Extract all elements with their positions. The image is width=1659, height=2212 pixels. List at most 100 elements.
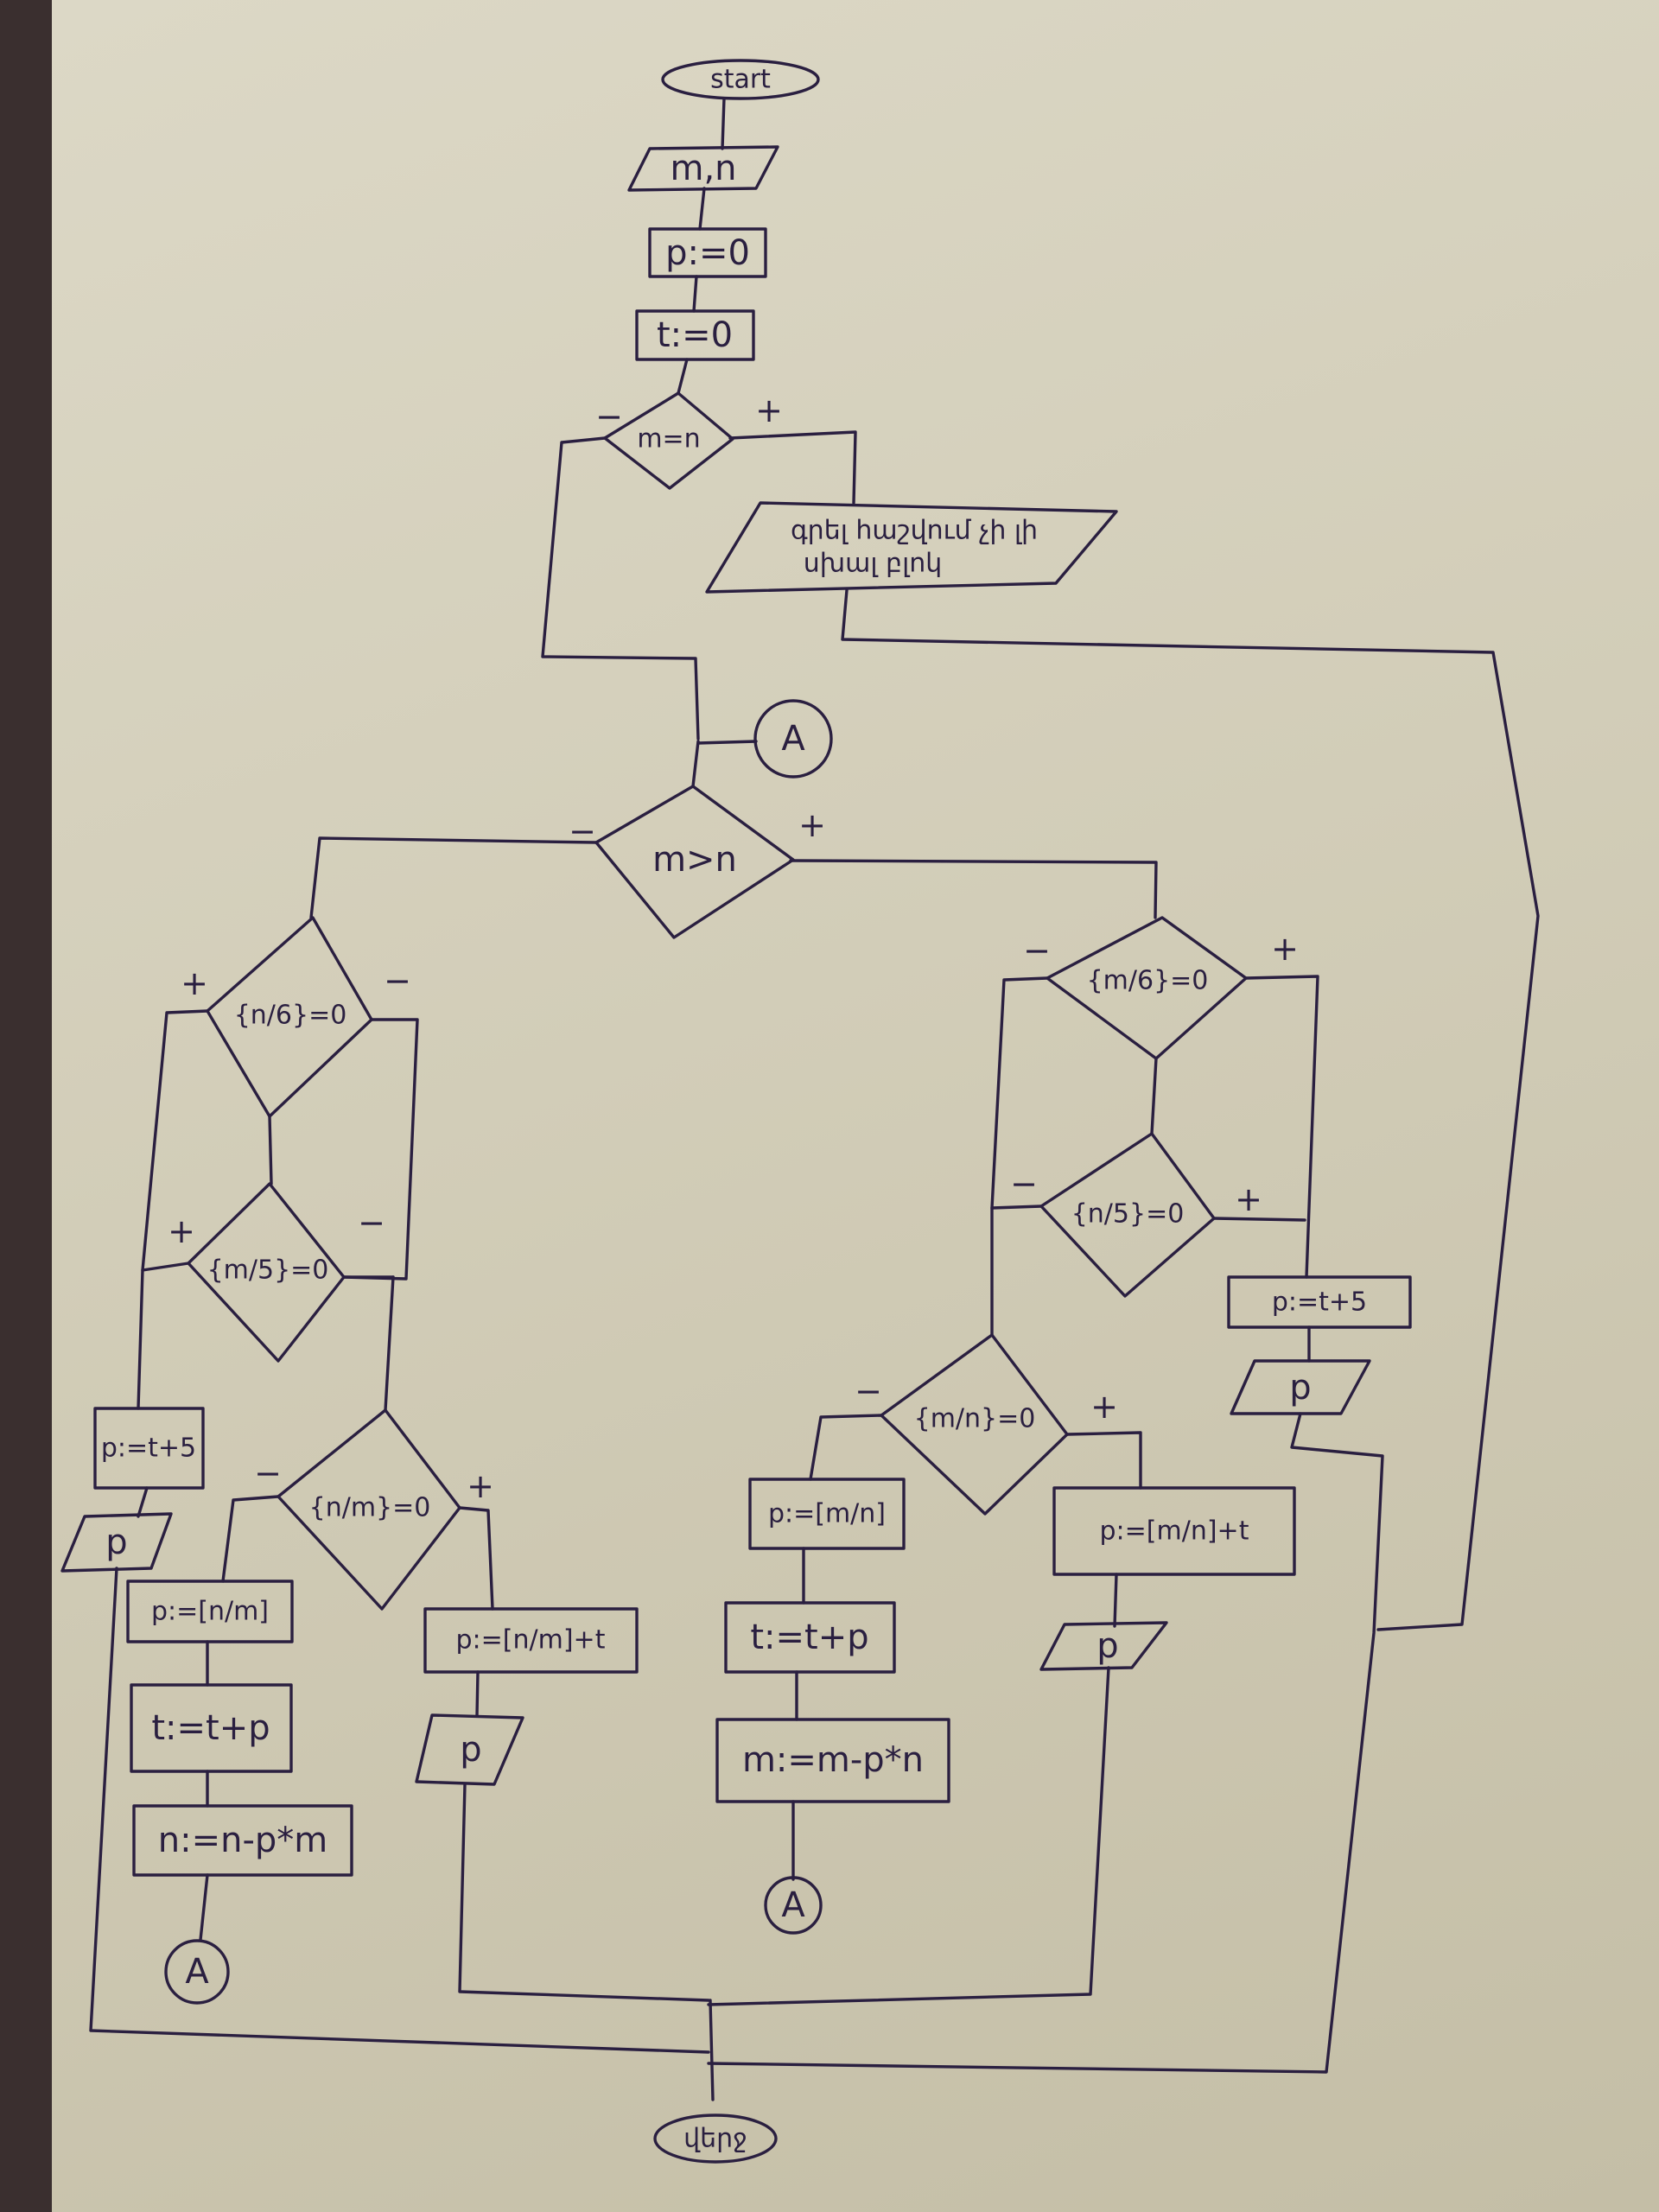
line-l-pt5-out <box>137 1486 149 1518</box>
left-n-update-label: n:=n-p*m <box>158 1821 327 1860</box>
line-r-out2-bottom <box>707 1666 1110 2006</box>
line-l-n6-m5 <box>268 1115 273 1185</box>
right-out-p2-label: p <box>1096 1626 1118 1666</box>
line-l-out-bottom <box>89 1567 710 2054</box>
left-cond-m5-diamond <box>187 1182 346 1363</box>
line-l-m5-plus <box>137 1268 144 1410</box>
t-zero-label: t:=0 <box>657 315 733 355</box>
right-p-floor-label: p:=[m/n] <box>768 1499 886 1529</box>
right-p-floor-box <box>748 1478 906 1550</box>
line-l-m5-nm <box>384 1275 395 1412</box>
left-out-p-shape <box>60 1512 173 1573</box>
right-t-tp-box <box>724 1601 896 1674</box>
left-pt5-label: p:=t+5 <box>101 1433 196 1464</box>
sign-meqn-minus: − <box>595 397 623 435</box>
cond-meqn-diamond <box>603 391 734 490</box>
sign-l-m5-minus: − <box>358 1204 385 1242</box>
left-cond-nm-diamond <box>276 1408 461 1611</box>
line-r-m6-minus <box>990 976 1049 1210</box>
right-m-update-label: m:=m-p*n <box>742 1740 924 1780</box>
left-t-tp-label: t:=t+p <box>151 1708 270 1748</box>
line-mgtn-plus <box>789 859 1158 919</box>
line-l-floort-out <box>475 1670 480 1717</box>
left-p-floor-box <box>126 1580 294 1643</box>
line-l-nm-minus <box>221 1495 280 1583</box>
connector-lines <box>89 97 1540 2101</box>
labels: start m,n p:=0 t:=0 m=n գրել հաշվում չի … <box>101 65 1367 2154</box>
cond-meqn-label: m=n <box>637 424 700 454</box>
sign-l-n6-plus: + <box>181 964 208 1002</box>
line-meqn-plus <box>728 430 857 505</box>
line-r-m6-n5 <box>1150 1057 1158 1135</box>
left-p-floor-label: p:=[n/m] <box>151 1597 269 1627</box>
sign-r-mn-plus: + <box>1090 1388 1118 1426</box>
left-out-p-label: p <box>105 1522 127 1562</box>
right-cond-m6-label: {m/6}=0 <box>1087 966 1209 996</box>
right-connector-circle <box>764 1876 823 1935</box>
left-pt5-box <box>93 1407 205 1490</box>
input-mn-label: m,n <box>670 149 736 188</box>
right-pt5-label: p:=t+5 <box>1272 1287 1367 1318</box>
out-equal-line1: գրել հաշվում չի լի <box>791 516 1038 546</box>
line-l-nm-plus <box>458 1506 494 1611</box>
sign-meqn-plus: + <box>755 391 783 429</box>
line-mgtn-minus <box>309 836 598 919</box>
left-connector-label: A <box>185 1952 209 1992</box>
right-p-floor-t-box <box>1052 1486 1296 1576</box>
right-out-p-label: p <box>1289 1368 1311 1408</box>
right-cond-n5-label: {n/5}=0 <box>1071 1199 1185 1230</box>
connector-a-label: A <box>781 719 805 759</box>
paper-sheet <box>52 0 1659 2212</box>
sign-l-nm-minus: − <box>254 1454 282 1492</box>
t-zero-box <box>635 309 755 361</box>
line-p0-t0 <box>692 275 698 313</box>
end-label: վերջ <box>683 2124 747 2154</box>
right-cond-m6-diamond <box>1046 916 1248 1060</box>
out-equal-line2: սխալ բլոկ <box>804 549 943 579</box>
sign-l-n6-minus: − <box>384 962 411 1000</box>
line-t0-cond <box>677 358 689 395</box>
shapes <box>60 59 1412 2164</box>
right-m-update-box <box>715 1718 950 1803</box>
right-p-floor-t-label: p:=[m/n]+t <box>1100 1516 1249 1547</box>
right-out-p-shape <box>1230 1359 1371 1415</box>
output-equal-shape <box>705 501 1118 594</box>
right-cond-mn-label: {m/n}=0 <box>914 1404 1036 1434</box>
line-r-n5-plus <box>1212 1217 1306 1222</box>
connector-a-circle <box>753 699 833 779</box>
line-start-input <box>721 97 726 150</box>
line-r-mn-minus <box>809 1414 883 1481</box>
sign-r-mn-minus: − <box>855 1372 882 1410</box>
right-pt5-box <box>1227 1275 1412 1329</box>
sign-r-m6-minus: − <box>1023 931 1051 969</box>
left-n-update-box <box>132 1804 353 1877</box>
right-cond-mn-diamond <box>880 1333 1069 1516</box>
p-zero-label: p:=0 <box>665 233 750 273</box>
left-p-floor-t-label: p:=[n/m]+t <box>456 1625 606 1656</box>
left-p-floor-t-box <box>423 1607 639 1674</box>
p-zero-box <box>648 227 767 278</box>
sign-mgtn-minus: − <box>569 812 596 850</box>
sign-r-n5-minus: − <box>1010 1165 1038 1203</box>
line-out-rail <box>841 588 1540 1631</box>
sign-r-m6-plus: + <box>1271 930 1299 968</box>
sign-l-nm-plus: + <box>467 1467 494 1505</box>
start-terminal <box>661 59 820 100</box>
line-join-end <box>709 1999 715 2101</box>
cond-mgtn-diamond <box>594 785 795 939</box>
line-connector-a <box>696 740 758 745</box>
left-t-tp-box <box>130 1683 293 1773</box>
right-t-tp-label: t:=t+p <box>750 1618 868 1657</box>
left-out-p2-label: p <box>460 1730 481 1770</box>
branch-signs: − + − + + − + − − + − + − + − + <box>168 391 1299 1505</box>
sign-r-n5-plus: + <box>1235 1180 1262 1218</box>
left-cond-m5-label: {m/5}=0 <box>207 1255 329 1286</box>
left-connector-circle <box>164 1939 230 2005</box>
line-r-out-bottom <box>707 1412 1384 2074</box>
end-terminal <box>653 2113 778 2164</box>
left-cond-n6-label: {n/6}=0 <box>234 1001 347 1031</box>
line-l-n6-plus <box>141 1009 209 1272</box>
right-cond-n5-diamond <box>1039 1132 1216 1298</box>
line-l-out2-bottom <box>458 1783 710 2002</box>
